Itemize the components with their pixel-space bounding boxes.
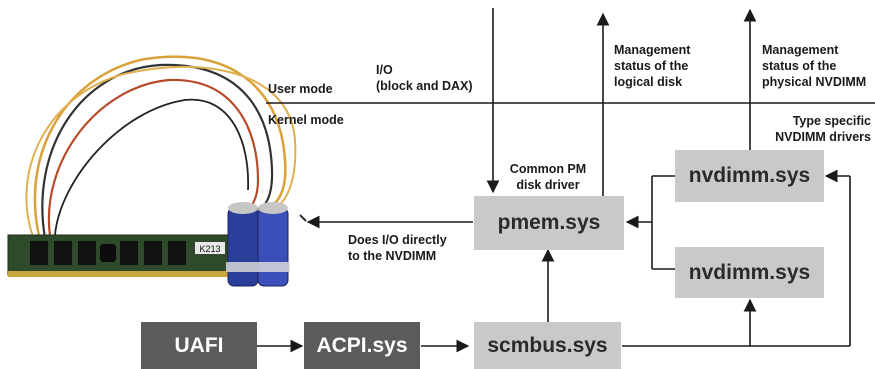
does-io-label: Does I/O directly to the NVDIMM <box>348 232 447 264</box>
mgmt-logical-line-3: logical disk <box>614 75 683 89</box>
kernel-mode-label: Kernel mode <box>268 113 344 127</box>
mgmt-physical-line-2: status of the <box>762 59 837 73</box>
type-specific-label: Type specific NVDIMM drivers <box>775 113 871 145</box>
io-label: I/O (block and DAX) <box>376 62 473 94</box>
mgmt-physical-line-1: Management <box>762 43 839 57</box>
uafi-box: UAFI <box>141 322 257 369</box>
mgmt-logical-line-1: Management <box>614 43 691 57</box>
common-pm-line-2: disk driver <box>516 178 580 192</box>
type-specific-line-2: NVDIMM drivers <box>775 130 871 144</box>
does-io-line-1: Does I/O directly <box>348 233 447 247</box>
scmbus-sys-box: scmbus.sys <box>474 322 621 369</box>
mgmt-physical-line-3: physical NVDIMM <box>762 75 867 89</box>
mgmt-logical-label: Management status of the logical disk <box>614 42 690 90</box>
module-label: K213 <box>199 244 220 254</box>
does-io-line-2: to the NVDIMM <box>348 249 437 263</box>
common-pm-line-1: Common PM <box>509 162 587 176</box>
pmem-sys-box: pmem.sys <box>474 196 624 250</box>
io-label-line-1: I/O <box>376 63 393 77</box>
io-label-line-2: (block and DAX) <box>376 79 473 93</box>
user-mode-label: User mode <box>268 82 333 96</box>
nvdimm-sys-box-bottom: nvdimm.sys <box>675 247 824 298</box>
mgmt-physical-label: Management status of the physical NVDIMM <box>762 42 866 90</box>
common-pm-label: Common PM disk driver <box>500 161 596 193</box>
mgmt-logical-line-2: status of the <box>614 59 689 73</box>
nvdimm-sys-box-top: nvdimm.sys <box>675 150 824 202</box>
acpi-sys-box: ACPI.sys <box>304 322 420 369</box>
type-specific-line-1: Type specific <box>792 114 871 128</box>
nvdimm-module-photo: K213 <box>7 55 307 287</box>
